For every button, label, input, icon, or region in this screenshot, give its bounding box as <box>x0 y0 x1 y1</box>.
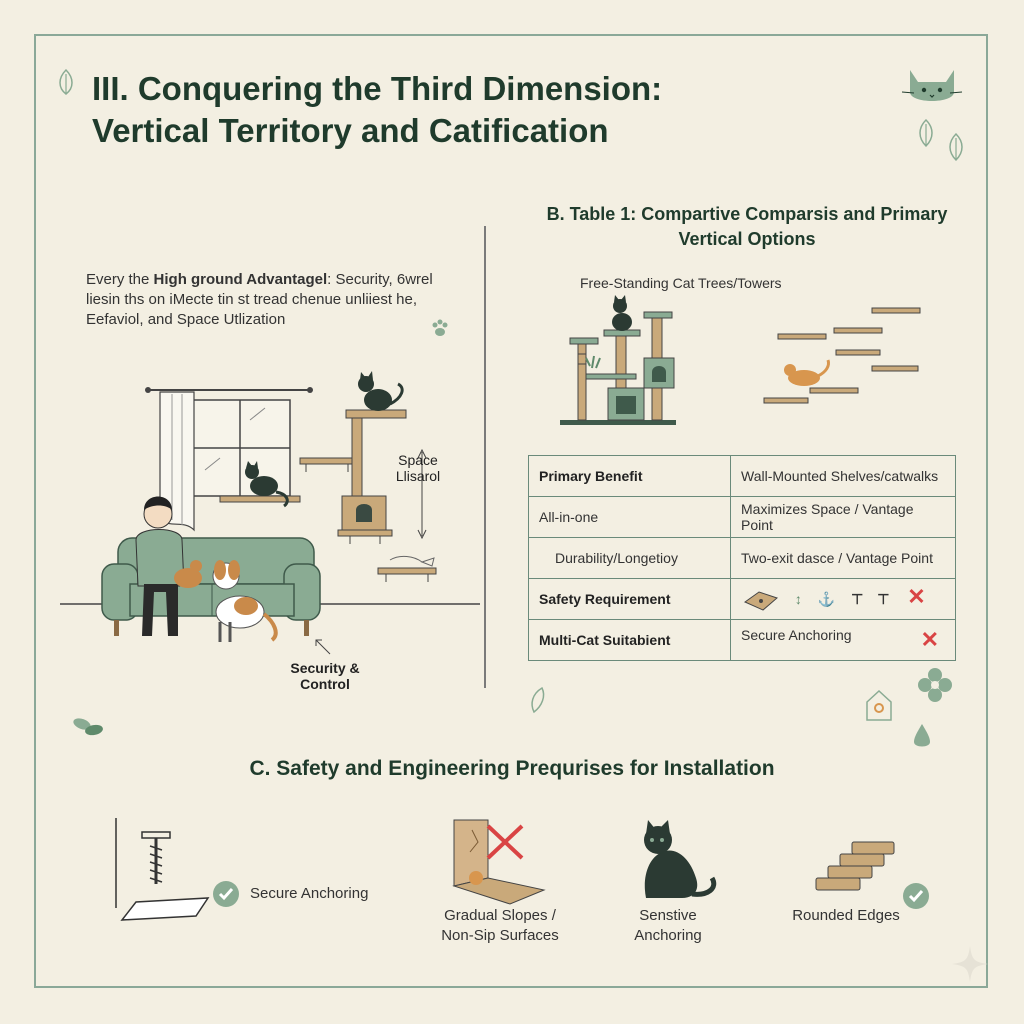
up-down-arrow-icon: ↕ <box>794 591 802 608</box>
cat-face-icon <box>901 70 963 101</box>
table-row: Primary Benefit Wall-Mounted Shelves/cat… <box>528 455 956 497</box>
title-line-2: Vertical Territory and Catification <box>92 112 609 149</box>
slope-surface-illustration <box>452 819 546 905</box>
leaf-icon <box>919 118 933 148</box>
options-table: Primary Benefit Wall-Mounted Shelves/cat… <box>528 455 956 661</box>
secure-anchoring-caption: Secure Anchoring <box>250 885 369 902</box>
mounting-bracket-icon <box>743 591 778 611</box>
safety-section-title: C. Safety and Engineering Prequrises for… <box>249 757 775 780</box>
cat-trees-label: Free-Standing Cat Trees/Towers <box>580 275 782 291</box>
living-room-illustration <box>60 371 480 655</box>
intro-text: Every the High ground Advantagel: Securi… <box>86 270 446 330</box>
screw-icon: ⊤ <box>877 591 890 608</box>
screw-and-shelf-illustration <box>115 818 210 921</box>
screw-icon: ⊤ <box>851 591 864 608</box>
table-row: Durability/Longetioy Two-exit dasce / Va… <box>528 537 956 579</box>
table-cell: Secure Anchoring ✕ <box>730 619 956 661</box>
safety-icons-cell: ↕ ⚓ ⊤ ⊤ ✕ <box>730 578 956 620</box>
table-section-title: B. Table 1: Compartive Comparsis and Pri… <box>546 204 948 249</box>
leaves-icon <box>73 718 103 736</box>
anchor-icon: ⚓ <box>817 591 836 608</box>
paw-icon <box>432 319 448 336</box>
title-line-1: III. Conquering the Third Dimension: <box>92 70 663 107</box>
security-label: Security & Control <box>290 660 360 692</box>
rounded-edges-caption: Rounded Edges <box>792 907 900 924</box>
leaf-icon <box>949 132 963 162</box>
page-frame <box>34 34 988 988</box>
gradual-slopes-caption: Gradual Slopes / Non-Sip Surfaces <box>441 907 559 944</box>
red-x-icon: ✕ <box>907 584 926 610</box>
intro-part-1: Every the <box>86 271 154 288</box>
cat-house-icon <box>866 689 892 721</box>
table-cell: Durability/Longetioy <box>528 537 731 579</box>
table-row: All-in-one Maximizes Space / Vantage Poi… <box>528 496 956 538</box>
flower-icon <box>918 668 952 702</box>
table-cell: Wall-Mounted Shelves/catwalks <box>730 455 956 497</box>
page-title: III. Conquering the Third Dimension: Ver… <box>92 68 792 152</box>
leaf-icon <box>531 686 545 714</box>
column-divider <box>484 226 486 688</box>
cat-tree-illustration <box>560 295 676 425</box>
check-icon <box>903 883 929 909</box>
table-row: Multi-Cat Suitabient Secure Anchoring ✕ <box>528 619 956 661</box>
table-cell: Maximizes Space / Vantage Point <box>730 496 956 538</box>
leaf-icon <box>59 68 73 95</box>
space-label: Space Llisarol <box>395 452 441 484</box>
table-cell: Two-exit dasce / Vantage Point <box>730 537 956 579</box>
steps-illustration <box>815 841 895 891</box>
intro-bold: High ground Advantagel <box>153 271 328 288</box>
check-icon <box>213 881 239 907</box>
table-cell: Multi-Cat Suitabient <box>528 619 731 661</box>
table-cell: Safety Requirement <box>528 578 731 620</box>
sensitive-anchoring-caption: Senstive Anchoring <box>634 907 702 944</box>
intro-part-2: : Security, 6wrel liesin ths on iMecte t… <box>86 271 433 328</box>
sitting-cat-illustration <box>644 820 717 898</box>
water-drop-icon <box>914 724 930 747</box>
wall-shelves-illustration <box>763 307 921 404</box>
table-cell: All-in-one <box>528 496 731 538</box>
table-cell: Primary Benefit <box>528 455 731 497</box>
table-row: Safety Requirement ↕ ⚓ ⊤ ⊤ ✕ <box>528 578 956 620</box>
sparkle-icon <box>952 946 988 982</box>
red-x-icon: ✕ <box>920 627 939 652</box>
